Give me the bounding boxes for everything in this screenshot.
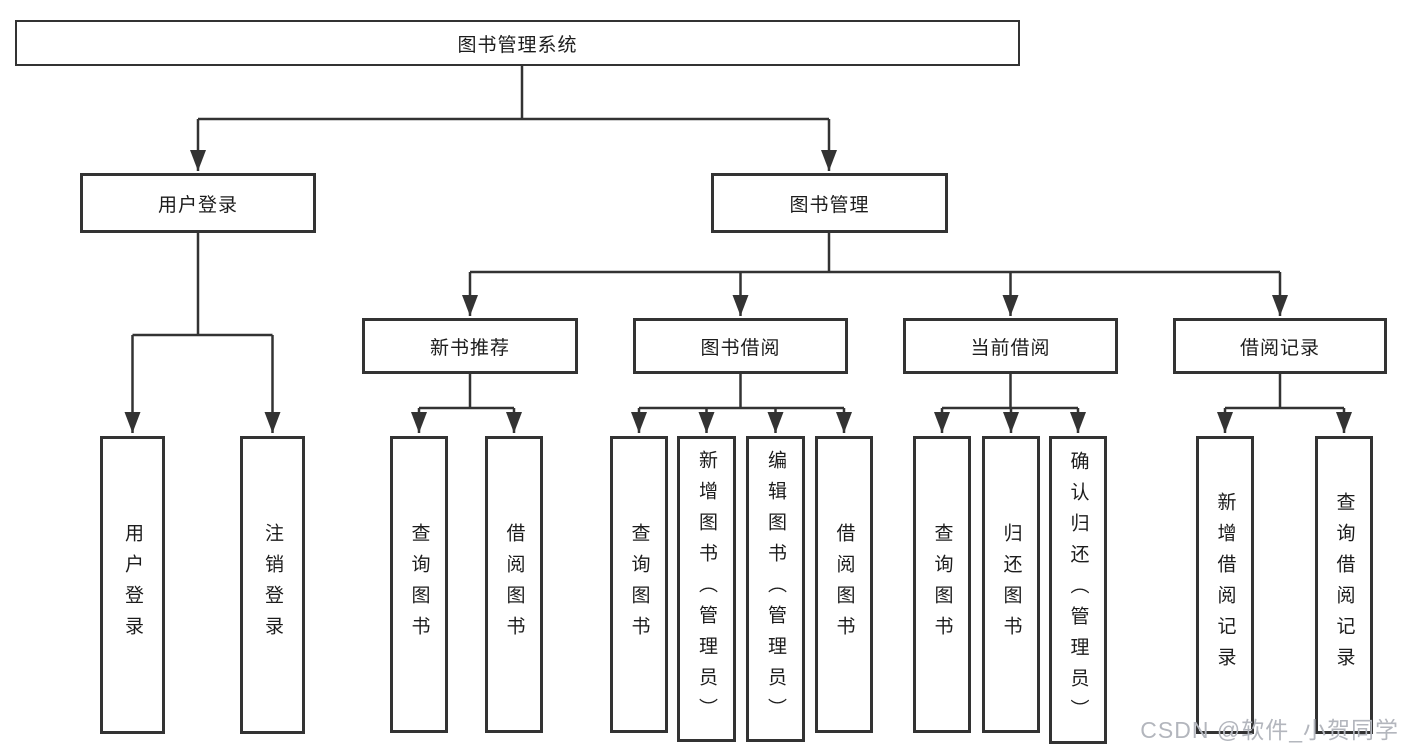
leaf-logout: 注销登录 bbox=[240, 436, 305, 734]
leaf-current-query-books: 查询图书 bbox=[913, 436, 971, 733]
node-user-login-label: 用户登录 bbox=[157, 194, 238, 216]
leaf-borrow-books-label: 借阅图书 bbox=[833, 522, 855, 647]
leaf-borrow-query-books-label: 查询图书 bbox=[628, 522, 650, 647]
leaf-newrec-borrow-books: 借阅图书 bbox=[485, 436, 543, 733]
node-current-borrow: 当前借阅 bbox=[903, 318, 1118, 374]
node-book-borrow: 图书借阅 bbox=[633, 318, 848, 374]
leaf-query-borrow-record: 查询借阅记录 bbox=[1315, 436, 1373, 734]
leaf-add-books-admin-label: 新增图书（管理员） bbox=[696, 449, 717, 729]
node-book-borrow-label: 图书借阅 bbox=[700, 337, 781, 359]
leaf-edit-books-admin-label: 编辑图书（管理员） bbox=[765, 449, 786, 729]
leaf-add-books-admin: 新增图书（管理员） bbox=[677, 436, 736, 742]
node-user-login: 用户登录 bbox=[80, 173, 316, 233]
leaf-return-books-label: 归还图书 bbox=[1000, 522, 1022, 647]
node-new-book-recommend: 新书推荐 bbox=[362, 318, 578, 374]
leaf-user-login: 用户登录 bbox=[100, 436, 165, 734]
leaf-newrec-borrow-books-label: 借阅图书 bbox=[503, 522, 525, 647]
leaf-add-borrow-record: 新增借阅记录 bbox=[1196, 436, 1254, 734]
leaf-confirm-return-admin-label: 确认归还（管理员） bbox=[1067, 450, 1089, 730]
leaf-query-borrow-record-label: 查询借阅记录 bbox=[1333, 492, 1355, 678]
csdn-watermark: CSDN @软件_小贺同学 bbox=[1140, 717, 1399, 743]
node-new-book-recommend-label: 新书推荐 bbox=[429, 337, 510, 359]
node-current-borrow-label: 当前借阅 bbox=[970, 337, 1051, 359]
leaf-confirm-return-admin: 确认归还（管理员） bbox=[1049, 436, 1107, 744]
node-borrow-records-label: 借阅记录 bbox=[1239, 337, 1320, 359]
node-root: 图书管理系统 bbox=[15, 20, 1020, 66]
node-book-mgmt: 图书管理 bbox=[711, 173, 948, 233]
leaf-borrow-query-books: 查询图书 bbox=[610, 436, 668, 733]
leaf-newrec-query-books: 查询图书 bbox=[390, 436, 448, 733]
leaf-borrow-books: 借阅图书 bbox=[815, 436, 873, 733]
leaf-add-borrow-record-label: 新增借阅记录 bbox=[1214, 492, 1236, 678]
leaf-return-books: 归还图书 bbox=[982, 436, 1040, 733]
node-root-label: 图书管理系统 bbox=[457, 34, 578, 56]
leaf-current-query-books-label: 查询图书 bbox=[931, 522, 953, 647]
leaf-newrec-query-books-label: 查询图书 bbox=[408, 522, 430, 647]
node-book-mgmt-label: 图书管理 bbox=[789, 194, 870, 216]
leaf-logout-label: 注销登录 bbox=[262, 523, 283, 647]
node-borrow-records: 借阅记录 bbox=[1173, 318, 1387, 374]
leaf-edit-books-admin: 编辑图书（管理员） bbox=[746, 436, 805, 742]
leaf-user-login-label: 用户登录 bbox=[122, 523, 143, 647]
